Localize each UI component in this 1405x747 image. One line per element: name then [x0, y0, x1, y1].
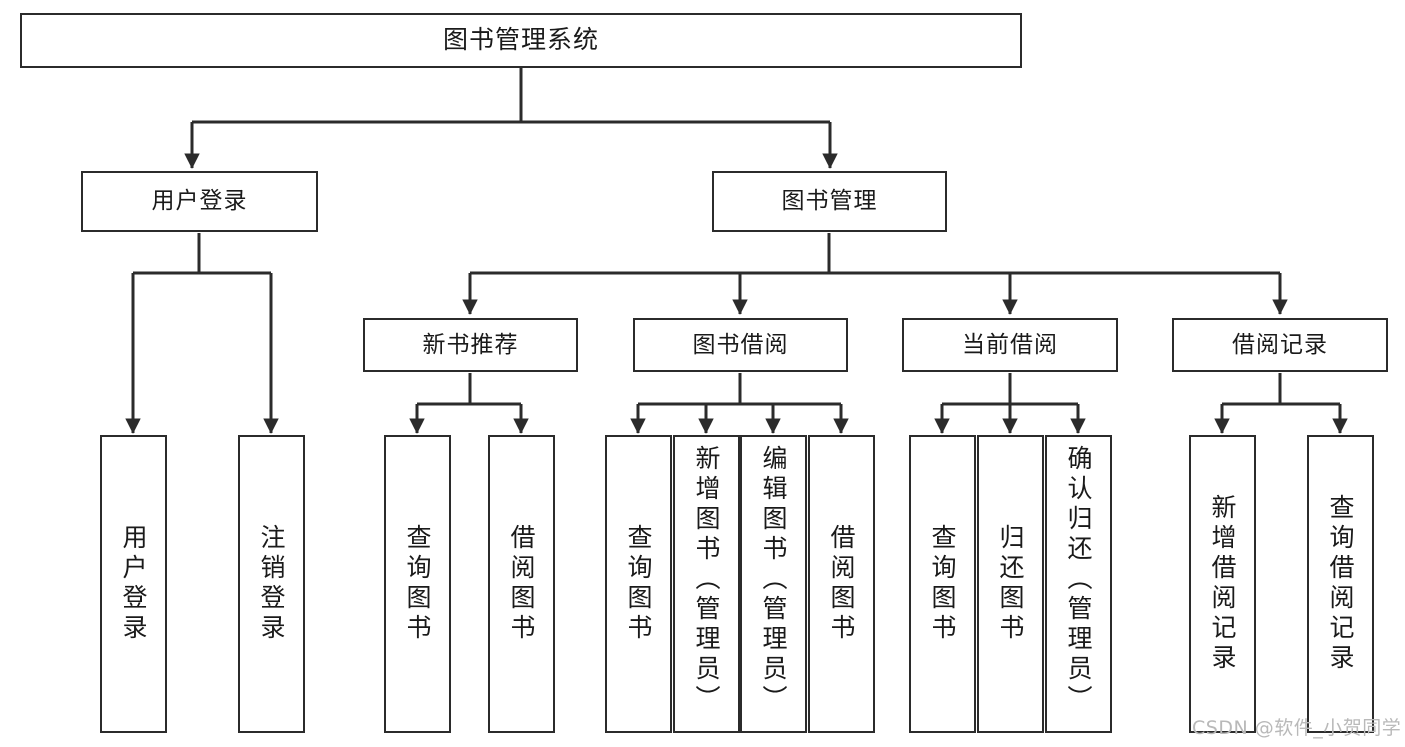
node-root-label: 图书管理系统 [442, 25, 599, 55]
node-leaf-query-book-3-label: 查询图书 [928, 524, 957, 644]
node-leaf-query-record-label: 查询借阅记录 [1326, 494, 1355, 674]
node-leaf-user-login-label: 用户登录 [119, 524, 148, 644]
node-root[interactable]: 图书管理系统 [20, 13, 1022, 68]
node-leaf-confirm-return[interactable]: 确认归还（管理员） [1045, 435, 1112, 733]
node-leaf-query-book-1-label: 查询图书 [403, 524, 432, 644]
node-new-book-recommend[interactable]: 新书推荐 [363, 318, 578, 372]
node-leaf-return-book[interactable]: 归还图书 [977, 435, 1044, 733]
node-leaf-confirm-return-label: 确认归还（管理员） [1064, 445, 1093, 715]
node-leaf-borrow-book-2[interactable]: 借阅图书 [808, 435, 875, 733]
node-leaf-query-book-2-label: 查询图书 [624, 524, 653, 644]
node-leaf-logout[interactable]: 注销登录 [238, 435, 305, 733]
node-leaf-query-record[interactable]: 查询借阅记录 [1307, 435, 1374, 733]
node-leaf-borrow-book-2-label: 借阅图书 [827, 524, 856, 644]
node-leaf-logout-label: 注销登录 [257, 524, 286, 644]
node-leaf-edit-book-label: 编辑图书（管理员） [759, 445, 788, 715]
node-leaf-return-book-label: 归还图书 [996, 524, 1025, 644]
node-user-login[interactable]: 用户登录 [81, 171, 318, 232]
node-leaf-query-book-3[interactable]: 查询图书 [909, 435, 976, 733]
node-leaf-edit-book[interactable]: 编辑图书（管理员） [740, 435, 807, 733]
node-leaf-query-book-1[interactable]: 查询图书 [384, 435, 451, 733]
node-leaf-add-book[interactable]: 新增图书（管理员） [673, 435, 740, 733]
node-book-management[interactable]: 图书管理 [712, 171, 947, 232]
node-borrow-record-label: 借阅记录 [1232, 331, 1328, 358]
node-leaf-borrow-book-1[interactable]: 借阅图书 [488, 435, 555, 733]
node-book-borrow[interactable]: 图书借阅 [633, 318, 848, 372]
node-current-borrow-label: 当前借阅 [962, 331, 1058, 358]
node-leaf-user-login[interactable]: 用户登录 [100, 435, 167, 733]
node-borrow-record[interactable]: 借阅记录 [1172, 318, 1388, 372]
node-user-login-label: 用户登录 [151, 188, 248, 215]
node-leaf-add-book-label: 新增图书（管理员） [692, 445, 721, 715]
node-leaf-add-record-label: 新增借阅记录 [1208, 494, 1237, 674]
node-leaf-query-book-2[interactable]: 查询图书 [605, 435, 672, 733]
node-leaf-add-record[interactable]: 新增借阅记录 [1189, 435, 1256, 733]
node-leaf-borrow-book-1-label: 借阅图书 [507, 524, 536, 644]
node-book-management-label: 图书管理 [781, 188, 878, 215]
node-current-borrow[interactable]: 当前借阅 [902, 318, 1118, 372]
node-new-book-recommend-label: 新书推荐 [422, 331, 519, 358]
node-book-borrow-label: 图书借阅 [692, 331, 789, 358]
